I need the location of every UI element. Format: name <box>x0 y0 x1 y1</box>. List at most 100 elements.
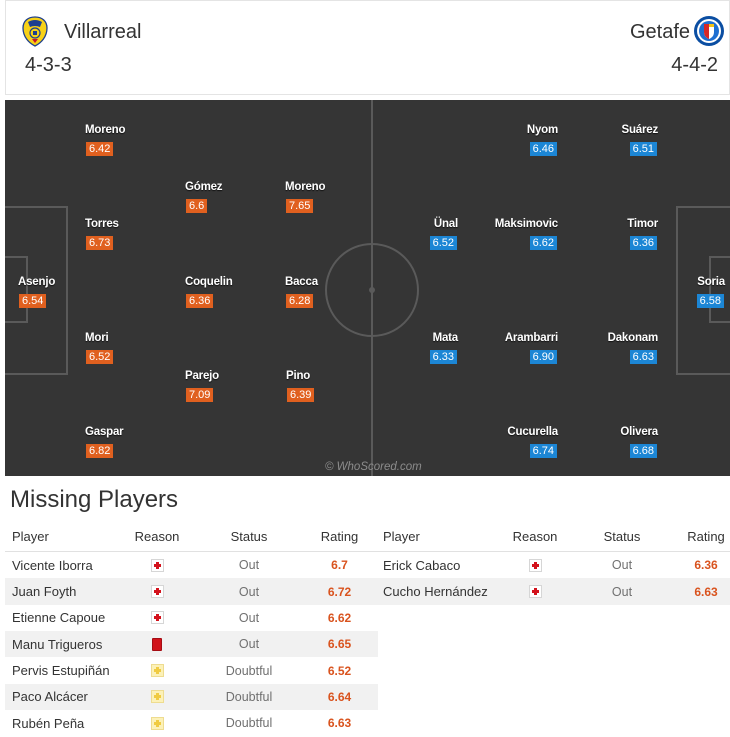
injury-icon <box>150 585 164 599</box>
column-header-status: Status <box>230 529 268 544</box>
away-penalty-box <box>676 206 730 375</box>
table-row: Pervis Estupiñán Doubtful 6.52 <box>5 657 378 683</box>
player-name[interactable]: Asenjo <box>18 276 56 288</box>
player-name[interactable]: Maksimovic <box>494 218 558 230</box>
player-rating-badge: 6.46 <box>529 142 557 156</box>
player-rating-badge: 6.52 <box>429 236 457 250</box>
getafe-crest-icon[interactable] <box>693 15 725 47</box>
player-name[interactable]: Pino <box>286 370 311 382</box>
missing-player-name[interactable]: Pervis Estupiñán <box>12 663 110 679</box>
reason-cell <box>494 558 576 572</box>
home-penalty-box <box>5 206 68 375</box>
home-player-marker: Parejo 7.09 <box>185 368 219 402</box>
away-player-marker: Mata 6.33 <box>429 330 459 364</box>
player-name[interactable]: Ünal <box>433 218 458 230</box>
player-name[interactable]: Moreno <box>85 124 126 136</box>
player-rating-badge: 6.62 <box>529 236 557 250</box>
player-name[interactable]: Parejo <box>185 370 219 382</box>
rating-value: 6.7 <box>331 558 348 573</box>
away-goal-box <box>709 256 730 323</box>
away-player-marker: Suárez 6.51 <box>621 122 658 156</box>
table-row: Manu Trigueros Out 6.65 <box>5 631 378 658</box>
player-rating-badge: 7.09 <box>186 388 214 402</box>
player-name[interactable]: Bacca <box>285 276 318 288</box>
reason-cell <box>117 690 197 704</box>
missing-player-name[interactable]: Vicente Iborra <box>12 557 93 573</box>
player-rating-badge: 6.51 <box>629 142 657 156</box>
home-formation: 4-3-3 <box>25 54 72 76</box>
player-rating-badge: 6.68 <box>629 444 657 458</box>
home-player-marker: Gaspar 6.82 <box>85 424 124 458</box>
player-name[interactable]: Gómez <box>185 181 223 193</box>
player-rating-badge: 6.39 <box>287 388 315 402</box>
player-name[interactable]: Gaspar <box>85 426 124 438</box>
missing-player-name[interactable]: Etienne Capoue <box>12 610 106 626</box>
player-name[interactable]: Dakonam <box>607 332 659 344</box>
away-team-name[interactable]: Getafe <box>629 21 690 43</box>
player-name[interactable]: Nyom <box>526 124 558 136</box>
status-text: Out <box>238 584 260 599</box>
table-row: Rubén Peña Doubtful 6.63 <box>5 710 378 736</box>
player-rating-badge: 6.54 <box>19 294 47 308</box>
whoscored-watermark: © WhoScored.com <box>325 461 422 473</box>
player-rating-badge: 6.90 <box>529 350 557 364</box>
rating-value: 6.36 <box>694 558 718 573</box>
rating-value: 6.63 <box>694 584 718 599</box>
rating-value: 6.63 <box>327 716 352 731</box>
player-rating-badge: 6.63 <box>629 350 657 364</box>
home-player-marker: Bacca 6.28 <box>285 274 318 308</box>
missing-player-name[interactable]: Juan Foyth <box>12 584 77 600</box>
home-player-marker: Moreno 6.42 <box>85 122 126 156</box>
player-rating-badge: 6.74 <box>529 444 557 458</box>
player-rating-badge: 6.52 <box>86 350 114 364</box>
table-row: Vicente Iborra Out 6.7 <box>5 552 378 578</box>
reason-cell <box>117 716 197 730</box>
status-text: Out <box>238 637 260 652</box>
reason-cell <box>117 664 197 678</box>
player-name[interactable]: Olivera <box>620 426 658 438</box>
player-name[interactable]: Soria <box>697 276 725 288</box>
home-player-marker: Coquelin 6.36 <box>185 274 233 308</box>
column-header-reason: Reason <box>512 529 558 544</box>
missing-player-name[interactable]: Paco Alcácer <box>12 689 88 705</box>
player-name[interactable]: Timor <box>627 218 658 230</box>
home-team-name[interactable]: Villarreal <box>64 21 142 43</box>
player-name[interactable]: Cucurella <box>507 426 558 438</box>
home-missing-table: Player Reason Status Rating Vicente Ibor… <box>5 522 378 736</box>
reason-cell <box>117 585 197 599</box>
column-header-rating: Rating <box>687 529 725 544</box>
away-player-marker: Soria 6.58 <box>696 274 725 308</box>
rating-value: 6.64 <box>327 689 352 704</box>
column-header-status: Status <box>603 529 641 544</box>
home-player-marker: Torres 6.73 <box>85 216 119 250</box>
center-spot <box>369 287 375 293</box>
player-name[interactable]: Arambarri <box>504 332 558 344</box>
column-header-player: Player <box>12 529 49 544</box>
away-player-marker: Cucurella 6.74 <box>507 424 558 458</box>
pitch-markings <box>5 100 730 476</box>
missing-player-name[interactable]: Manu Trigueros <box>12 636 103 652</box>
table-header-row: Player Reason Status Rating <box>378 522 730 552</box>
player-name[interactable]: Suárez <box>621 124 658 136</box>
missing-player-name[interactable]: Erick Cabaco <box>383 557 461 573</box>
player-rating-badge: 6.6 <box>186 199 208 213</box>
injury-icon <box>528 585 542 599</box>
table-header-row: Player Reason Status Rating <box>5 522 378 552</box>
player-rating-badge: 6.73 <box>86 236 114 250</box>
reason-cell <box>494 585 576 599</box>
player-name[interactable]: Torres <box>85 218 119 230</box>
player-name[interactable]: Mata <box>432 332 459 344</box>
match-header: Villarreal 4-3-3 Getafe 4-4-2 <box>5 0 730 95</box>
missing-player-name[interactable]: Rubén Peña <box>12 715 85 731</box>
player-name[interactable]: Coquelin <box>185 276 233 288</box>
villarreal-crest-icon[interactable] <box>22 16 48 47</box>
player-name[interactable]: Moreno <box>285 181 326 193</box>
doubtful-icon <box>150 690 164 704</box>
center-circle <box>325 243 419 337</box>
player-name[interactable]: Mori <box>85 332 109 344</box>
away-player-marker: Ünal 6.52 <box>429 216 458 250</box>
home-player-marker: Asenjo 6.54 <box>18 274 55 308</box>
home-player-marker: Mori 6.52 <box>85 330 114 364</box>
status-text: Out <box>611 558 633 573</box>
missing-player-name[interactable]: Cucho Hernández <box>383 584 488 600</box>
